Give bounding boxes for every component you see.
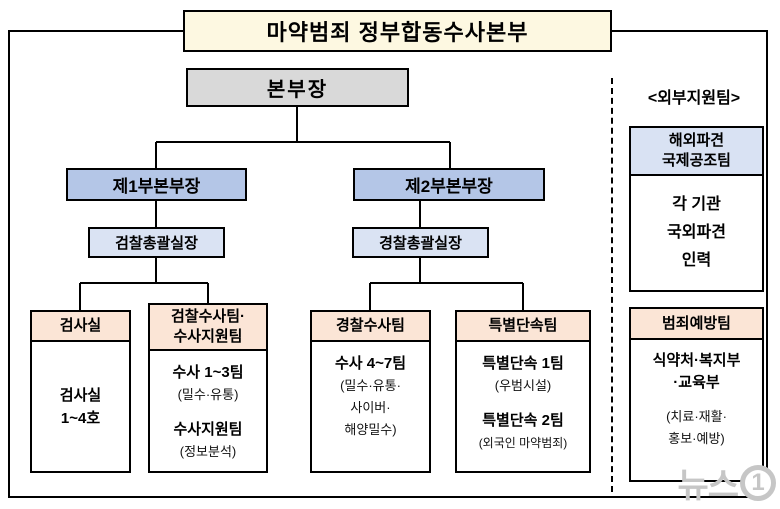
team-body-line: ·교육부 [673, 374, 720, 391]
team-body-line: 국외파견 [667, 224, 726, 241]
team-header-label: 검찰수사팀· [171, 308, 245, 325]
team-prosecutor-room-body: 검사실 1~4호 [32, 342, 129, 471]
team-body-line: 특별단속 1팀 [482, 355, 564, 372]
team-header-label: 해외파견 [668, 132, 725, 149]
team-header-label: 경찰수사팀 [335, 317, 405, 334]
watermark-circle-1: 1 [740, 464, 776, 501]
news1-watermark-logo: 뉴스 1 [677, 458, 776, 507]
node-police-office-chief: 경찰총괄실장 [352, 227, 489, 258]
team-body-line: (밀수·유통· [340, 378, 401, 393]
team-prosecution-header: 검찰수사팀· 수사지원팀 [150, 305, 266, 351]
team-prosecution-body: 수사 1~3팀 (밀수·유통) 수사지원팀 (정보분석) [150, 351, 266, 471]
team-body-line: (밀수·유통) [177, 387, 239, 402]
node-deputy-chief-1: 제1부본부장 [66, 168, 247, 201]
team-prosecutor-room: 검사실 검사실 1~4호 [30, 310, 131, 473]
team-prosecution-investigation: 검찰수사팀· 수사지원팀 수사 1~3팀 (밀수·유통) 수사지원팀 (정보분석… [148, 303, 268, 473]
team-body-line: 1~4호 [60, 409, 101, 427]
watermark-text: 뉴스 [677, 467, 739, 505]
team-police-investigation: 경찰수사팀 수사 4~7팀 (밀수·유통· 사이버· 해양밀수) [310, 310, 431, 473]
team-body-line: (외국인 마약범죄) [478, 436, 568, 450]
team-body-line: 검사실 [59, 386, 102, 404]
team-body-line: 특별단속 2팀 [482, 412, 564, 429]
team-body-line: 홍보·예방) [668, 431, 725, 446]
team-overseas-body: 각 기관 국외파견 인력 [631, 176, 762, 290]
node-deputy-chief-2: 제2부본부장 [353, 168, 545, 201]
team-body-line: 수사 4~7팀 [334, 355, 406, 372]
team-body-line: 식약처·복지부 [652, 352, 741, 369]
team-body-line: (우범시설) [494, 378, 552, 393]
team-body-line: 수사지원팀 [173, 421, 243, 438]
team-overseas-header: 해외파견 국제공조팀 [631, 128, 762, 176]
team-special-header: 특별단속팀 [457, 312, 589, 342]
team-body-line: (치료·재활· [666, 409, 727, 424]
team-body-line: 해양밀수) [344, 422, 397, 437]
team-header-label: 수사지원팀 [173, 328, 243, 345]
chart-title: 마약범죄 정부합동수사본부 [183, 10, 612, 52]
team-prevention-body: 식약처·복지부 ·교육부 (치료·재활· 홍보·예방) [631, 340, 762, 480]
team-header-label: 국제공조팀 [661, 152, 731, 169]
node-headquarters-chief: 본부장 [186, 68, 409, 107]
team-body-line: (정보분석) [179, 444, 237, 459]
external-support-label: <외부지원팀> [647, 90, 741, 107]
team-body-line: 인력 [681, 252, 712, 269]
team-body-line: 각 기관 [672, 196, 721, 213]
team-body-line: 수사 1~3팀 [172, 364, 244, 381]
section-divider-dashed [611, 78, 613, 492]
team-body-line: 사이버· [350, 400, 391, 415]
team-header-label: 범죄예방팀 [661, 314, 731, 332]
team-special-body: 특별단속 1팀 (우범시설) 특별단속 2팀 (외국인 마약범죄) [457, 342, 589, 471]
team-crime-prevention: 범죄예방팀 식약처·복지부 ·교육부 (치료·재활· 홍보·예방) [629, 307, 764, 482]
team-police-header: 경찰수사팀 [312, 312, 429, 342]
team-overseas-cooperation: 해외파견 국제공조팀 각 기관 국외파견 인력 [629, 126, 764, 292]
team-header-label: 검사실 [59, 317, 102, 334]
team-special-crackdown: 특별단속팀 특별단속 1팀 (우범시설) 특별단속 2팀 (외국인 마약범죄) [455, 310, 591, 473]
team-prevention-header: 범죄예방팀 [631, 309, 762, 340]
node-prosecution-office-chief: 검찰총괄실장 [88, 227, 225, 258]
team-police-body: 수사 4~7팀 (밀수·유통· 사이버· 해양밀수) [312, 342, 429, 471]
team-header-label: 특별단속팀 [488, 317, 558, 334]
team-prosecutor-room-header: 검사실 [32, 312, 129, 342]
